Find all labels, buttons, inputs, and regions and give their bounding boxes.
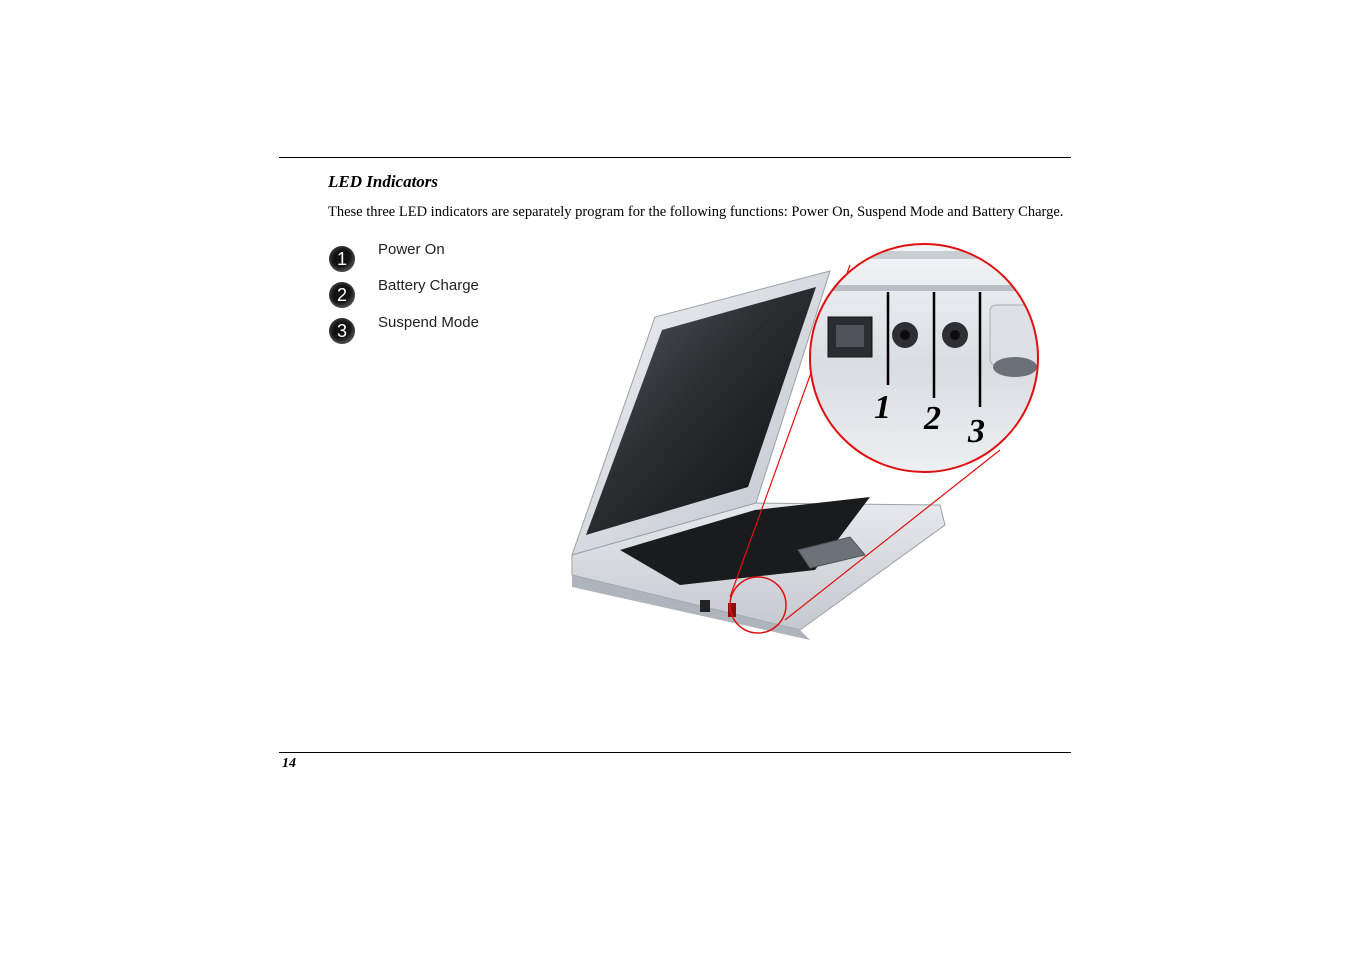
number-badge-2: 2	[329, 282, 355, 308]
legend-label-suspend-mode: Suspend Mode	[378, 314, 479, 331]
callout-number-3: 3	[967, 413, 985, 450]
callout-number-1: 1	[874, 389, 891, 426]
zoomed-led-detail	[810, 244, 1038, 472]
header-rule	[279, 157, 1071, 158]
number-badge-1: 1	[329, 246, 355, 272]
laptop-led-figure: 1 2 3	[571, 243, 1039, 640]
section-heading: LED Indicators	[328, 172, 439, 191]
footer-rule	[279, 752, 1071, 753]
zoom-circle	[809, 243, 1039, 473]
legend-label-power-on: Power On	[378, 241, 445, 258]
callout-number-2: 2	[923, 400, 941, 437]
section-paragraph: These three LED indicators are separatel…	[328, 204, 1064, 220]
laptop-base	[571, 497, 946, 640]
page-number: 14	[282, 756, 296, 771]
number-badge-3: 3	[329, 318, 355, 344]
port-highlight-circle	[729, 576, 787, 634]
legend-label-battery-charge: Battery Charge	[378, 277, 479, 294]
